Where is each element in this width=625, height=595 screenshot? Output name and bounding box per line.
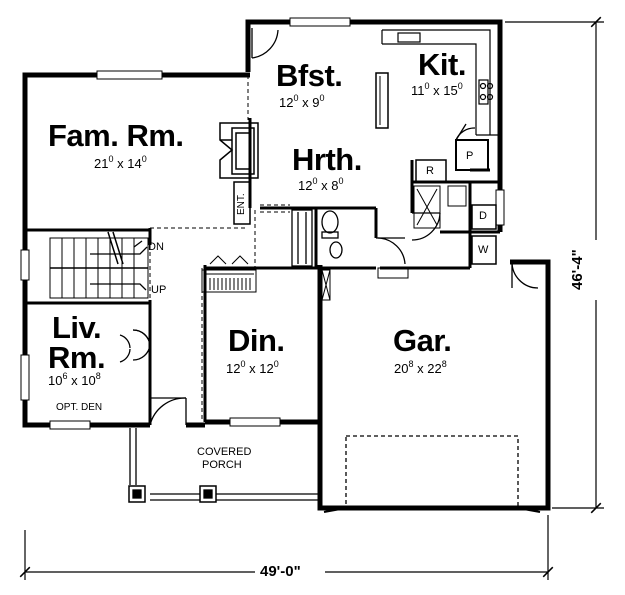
label-porch-line2: PORCH (202, 459, 242, 471)
powder-room-fixtures (291, 209, 343, 267)
label-porch-line1: COVERED (197, 446, 252, 458)
label-stairs-up: UP (151, 284, 167, 296)
room-label-liv-line1: Liv. (52, 310, 102, 345)
dryer (471, 204, 497, 230)
room-dim-din: 120 x 120 (226, 359, 279, 376)
covered-porch (128, 428, 318, 503)
label-washer: W (478, 244, 489, 256)
room-dim-bfst: 120 x 90 (279, 93, 325, 110)
garage-step (321, 267, 409, 301)
label-dryer: D (479, 210, 487, 222)
room-label-hrth: Hrth. (292, 142, 362, 177)
room-dim-fam: 210 x 140 (94, 154, 147, 171)
room-label-liv-line2: Rm. (48, 340, 106, 375)
garage-overhead-door (345, 435, 519, 509)
washer (471, 235, 497, 265)
room-note-opt-den: OPT. DEN (56, 402, 103, 413)
label-stairs-dn: DN (148, 241, 164, 253)
room-label-fam: Fam. Rm. (48, 118, 184, 153)
room-label-kit: Kit. (418, 47, 466, 82)
interior-walls (25, 118, 500, 425)
windows (20, 17, 505, 430)
room-label-din: Din. (228, 323, 285, 358)
door-swings (119, 28, 539, 426)
laundry-shelving (413, 185, 467, 229)
room-label-bfst: Bfst. (276, 58, 343, 93)
kitchen-counters (381, 29, 500, 136)
open-boundaries (149, 75, 319, 420)
label-refrigerator: R (426, 165, 434, 177)
pantry (455, 139, 489, 171)
room-dim-kit: 110 x 150 (411, 81, 463, 98)
room-dim-hrth: 120 x 80 (298, 176, 344, 193)
kitchen-island (375, 72, 389, 129)
room-dim-gar: 208 x 228 (394, 359, 447, 376)
label-pantry: P (466, 150, 474, 162)
fireplace (219, 122, 259, 179)
dining-hutch (201, 255, 257, 293)
overall-depth: 46'-4" (569, 249, 586, 290)
stairs (49, 231, 149, 299)
overall-width: 49'-0" (260, 563, 301, 580)
room-label-gar: Gar. (393, 323, 452, 358)
entry-closet (233, 181, 251, 225)
room-dim-liv: 106 x 108 (48, 371, 101, 388)
refrigerator (415, 159, 447, 183)
label-ent: ENT. (236, 193, 247, 215)
